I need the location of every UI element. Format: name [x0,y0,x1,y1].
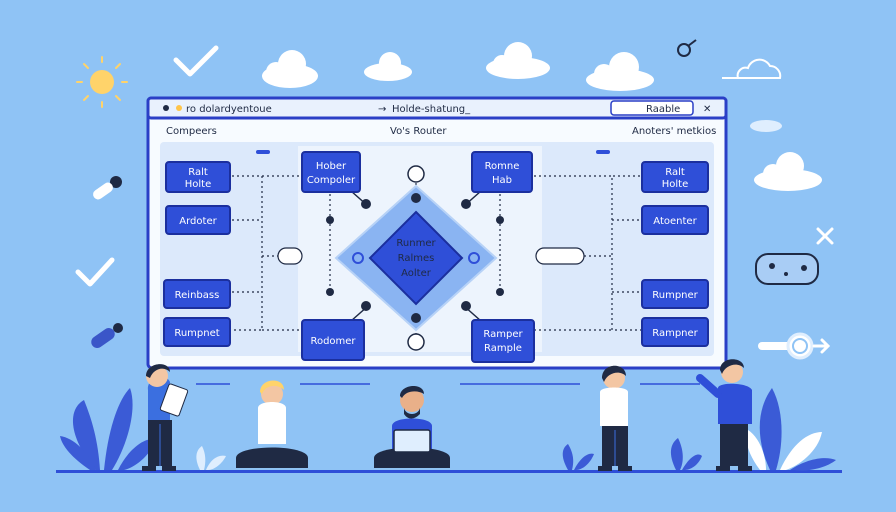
cloud-icon [586,52,654,91]
router-diamond[interactable]: Runmer Ralmes Aolter [334,184,498,332]
right-node-label: Ralt [665,167,685,178]
tab-label: Raable [646,104,680,115]
port-dots [352,165,480,351]
junction-dots [326,193,504,323]
plant-icon [60,388,156,470]
cloud-icon [364,52,412,81]
left-node-label: Holte [185,179,212,190]
laptop-icon [393,429,431,453]
arrow-right-icon: → [378,104,386,115]
router-label: Aolter [401,268,432,279]
cloud-icon [754,152,822,191]
center-node-bottom-left[interactable]: Rodomer [301,319,365,361]
person-with-clipboard [142,364,189,471]
close-icon [816,227,834,245]
background-decorations [75,39,834,360]
center-node-label: Rample [484,343,522,354]
right-node[interactable]: Rampner [641,317,709,347]
toggle-right[interactable] [535,247,585,265]
router-label: Runmer [396,238,436,249]
app-window: ro dolardyentoue → Holde-shatung_ Raable… [146,96,728,370]
center-node-label: Ramper [483,329,523,340]
scroll-indicator [256,150,270,154]
tab-raable[interactable] [610,100,694,116]
header-right: Anoters' metkios [632,126,716,137]
person-with-laptop [374,385,450,468]
left-node[interactable]: Rumpnet [163,317,231,347]
magnifier-icon [758,332,831,360]
clipboard-icon [159,383,189,417]
right-node-label: Rumpner [652,290,698,301]
left-node-label: Rumpnet [174,328,219,339]
toggle-left[interactable] [277,247,303,265]
header-left: Compeers [166,126,217,137]
window-dot-icon [163,105,169,111]
center-node-top-right[interactable]: Romne Hab [471,151,533,193]
router-label: Ralmes [398,253,435,264]
left-node[interactable]: Reinbass [163,279,231,309]
scroll-indicator [596,150,610,154]
pin-icon [93,176,122,200]
person-sitting [236,380,308,468]
checkmark-icon [75,257,115,287]
url-left[interactable]: ro dolardyentoue [186,104,272,115]
left-node-label: Ardoter [179,216,217,227]
right-node[interactable]: Atoenter [641,205,709,235]
cloud-icon [262,50,318,88]
right-node[interactable]: Ralt Holte [641,161,709,193]
right-node[interactable]: Rumpner [641,279,709,309]
center-node-label: Romne [485,161,520,172]
plant-icon [562,444,594,470]
center-node-top-left[interactable]: Hober Compoler [301,151,361,193]
person-pointing [696,359,752,471]
pin-icon [91,323,123,349]
sun-icon [76,56,128,108]
right-node-label: Rampner [652,328,698,339]
center-node-label: Rodomer [310,336,356,347]
center-node-bottom-right[interactable]: Ramper Rample [471,319,535,363]
plant-icon [670,438,702,470]
center-node-label: Hober [316,161,347,172]
url-right[interactable]: Holde-shatung_ [392,104,471,115]
left-node[interactable]: Ardoter [165,205,231,235]
left-node[interactable]: Ralt Holte [165,161,231,193]
cloud-icon [722,58,782,79]
center-node-label: Hab [492,175,512,186]
right-node-label: Holte [662,179,689,190]
right-node-label: Atoenter [653,216,697,227]
close-button[interactable]: ✕ [703,104,711,115]
key-icon [677,39,697,57]
ground [56,470,842,473]
plant-icon [746,388,836,471]
person-standing [598,365,632,471]
checkmark-icon [173,45,219,77]
header-center: Vo's Router [390,126,447,137]
window-dot-icon [176,105,182,111]
cloud-icon [750,120,782,132]
left-node-label: Ralt [188,167,208,178]
left-node-label: Reinbass [175,290,220,301]
center-node-label: Compoler [307,175,356,186]
plant-icon [196,446,226,470]
chip-icon [755,253,819,285]
cloud-icon [486,42,550,79]
